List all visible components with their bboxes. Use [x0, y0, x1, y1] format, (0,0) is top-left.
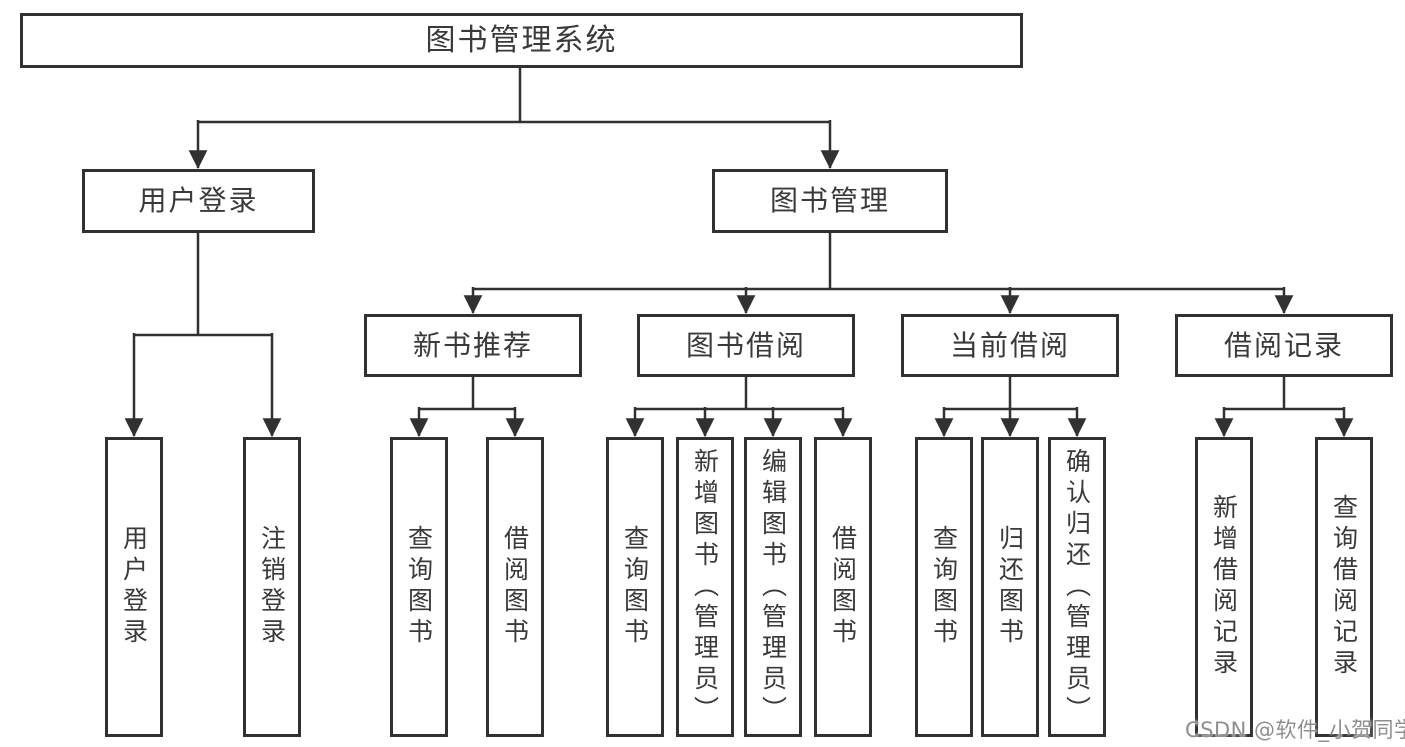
leaf-borrow-books-1: 借阅图书 [486, 437, 544, 737]
csdn-watermark: CSDN @软件_小贺同学 [1185, 718, 1405, 742]
leaf-user-login: 用户登录 [105, 437, 163, 737]
leaf-edit-book-admin: 编辑图书（管理员） [744, 437, 802, 737]
node-user-login: 用户登录 [82, 169, 315, 233]
leaf-confirm-return-admin: 确认归还（管理员） [1048, 437, 1106, 737]
leaf-return-book: 归还图书 [981, 437, 1039, 737]
node-borrowing-records: 借阅记录 [1175, 314, 1393, 377]
leaf-add-book-admin: 新增图书（管理员） [676, 437, 734, 737]
leaf-logout-login: 注销登录 [243, 437, 301, 737]
node-library-management-system: 图书管理系统 [20, 13, 1023, 68]
node-book-management: 图书管理 [712, 169, 948, 233]
node-new-book-recommend: 新书推荐 [364, 314, 582, 377]
leaf-query-books-3: 查询图书 [915, 437, 973, 737]
leaf-query-books-1: 查询图书 [390, 437, 448, 737]
leaf-query-borrow-record: 查询借阅记录 [1315, 437, 1373, 737]
leaf-add-borrow-record: 新增借阅记录 [1195, 437, 1253, 737]
leaf-borrow-books-2: 借阅图书 [814, 437, 872, 737]
leaf-query-books-2: 查询图书 [606, 437, 664, 737]
node-current-borrowing: 当前借阅 [901, 314, 1119, 377]
node-book-borrowing: 图书借阅 [637, 314, 855, 377]
